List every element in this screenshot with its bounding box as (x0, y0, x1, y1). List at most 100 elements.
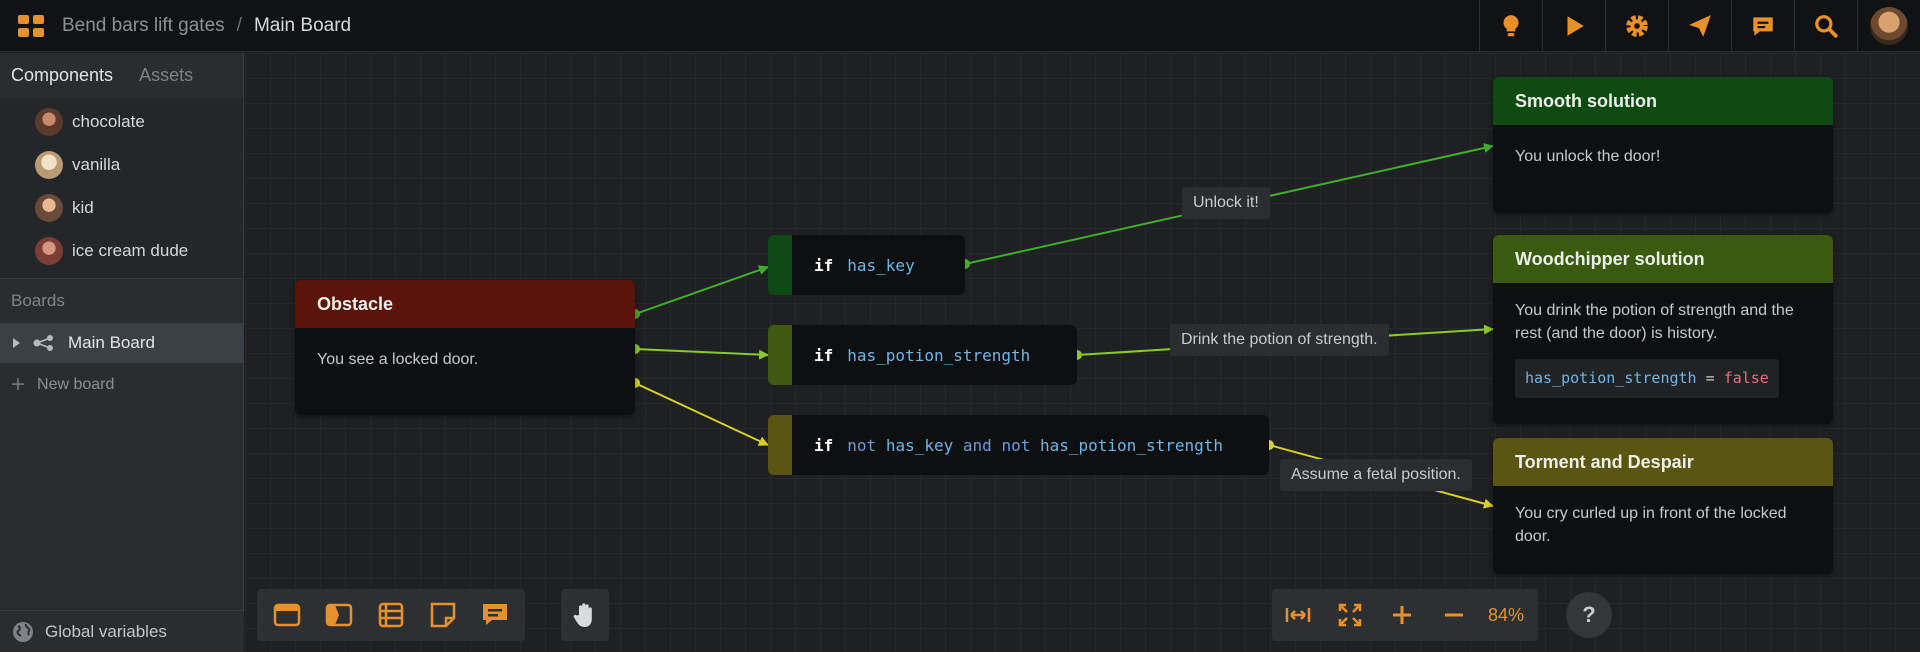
top-toolbar (1479, 0, 1920, 52)
variable-assignment: has_potion_strength = false (1515, 359, 1779, 398)
avatar (35, 107, 63, 136)
component-name: kid (72, 197, 94, 217)
node-torment-and-despair[interactable]: Torment and Despair You cry curled up in… (1493, 438, 1833, 574)
search-button[interactable] (1794, 0, 1857, 52)
send-icon (1689, 15, 1711, 37)
play-icon (1567, 16, 1584, 36)
node-title: Smooth solution (1493, 77, 1833, 125)
component-item[interactable]: kid (0, 186, 243, 229)
condition-none[interactable]: if not has_key and not has_potion_streng… (768, 415, 1269, 475)
search-icon (1815, 15, 1838, 38)
condition-variable: has_potion_strength (1039, 435, 1224, 455)
condition-operator: and (962, 435, 992, 455)
lightbulb-icon (1503, 15, 1519, 37)
fit-width-button[interactable] (1272, 591, 1324, 639)
tab-components[interactable]: Components (11, 65, 114, 85)
component-name: vanilla (72, 154, 121, 174)
global-variables-label: Global variables (45, 621, 167, 641)
assignment-value: false (1723, 369, 1769, 387)
edge-label-drink[interactable]: Drink the potion of strength. (1170, 324, 1389, 356)
add-fragment-button[interactable] (261, 591, 313, 639)
top-bar: Bend bars lift gates / Main Board (0, 0, 1920, 52)
component-list: chocolate vanilla kid ice cream dude (0, 98, 243, 278)
zoom-in-button[interactable] (1376, 591, 1428, 639)
condition-operator: not (1001, 435, 1031, 455)
node-body: You cry curled up in front of the locked… (1515, 505, 1787, 545)
component-item[interactable]: ice cream dude (0, 229, 243, 272)
condition-keyword: if (814, 255, 834, 275)
new-board-label: New board (37, 375, 115, 393)
component-item[interactable]: vanilla (0, 143, 243, 186)
edge-label-unlock[interactable]: Unlock it! (1182, 187, 1270, 219)
sidebar: Components Assets chocolate vanilla kid … (0, 53, 244, 652)
dialogue-icon (325, 603, 353, 627)
condition-variable: has_key (885, 435, 954, 455)
edge-label-fetal[interactable]: Assume a fetal position. (1280, 459, 1472, 491)
breadcrumb-board: Main Board (253, 14, 352, 36)
tab-assets[interactable]: Assets (139, 65, 194, 85)
board-canvas[interactable]: Obstacle You see a locked door. if has_k… (245, 53, 1920, 652)
apps-grid-icon[interactable] (18, 14, 44, 37)
gear-icon (1626, 15, 1648, 37)
avatar (35, 193, 63, 222)
component-item[interactable]: chocolate (0, 100, 243, 143)
expand-icon[interactable] (13, 338, 20, 348)
globe-icon (13, 621, 33, 642)
node-obstacle[interactable]: Obstacle You see a locked door. (295, 280, 635, 415)
condition-variable: has_potion_strength (847, 345, 1031, 365)
add-hub-button[interactable] (365, 591, 417, 639)
condition-has-potion[interactable]: if has_potion_strength (768, 325, 1077, 385)
breadcrumb: Bend bars lift gates / Main Board (62, 15, 351, 37)
fragment-icon (273, 603, 301, 627)
node-body-text: You drink the potion of strength and the… (1515, 302, 1794, 342)
minus-icon (1445, 613, 1463, 617)
hand-icon (573, 603, 592, 627)
component-name: chocolate (72, 111, 145, 131)
add-note-button[interactable] (417, 591, 469, 639)
help-button[interactable]: ? (1566, 592, 1612, 638)
global-variables-button[interactable]: Global variables (0, 610, 244, 652)
fullscreen-button[interactable] (1324, 591, 1376, 639)
zoom-level[interactable]: 84% (1488, 604, 1525, 625)
add-dialogue-button[interactable] (313, 591, 365, 639)
connection-obstacle-none (634, 382, 769, 446)
settings-button[interactable] (1605, 0, 1668, 52)
node-body: You see a locked door. (317, 351, 479, 368)
connection-obstacle-potion (634, 348, 769, 360)
new-board-button[interactable]: + New board (0, 363, 243, 406)
publish-button[interactable] (1668, 0, 1731, 52)
avatar (35, 236, 63, 265)
plus-icon: + (11, 370, 26, 398)
user-menu[interactable] (1857, 0, 1920, 52)
condition-keyword: if (814, 435, 834, 455)
node-title: Obstacle (295, 280, 635, 328)
node-title: Woodchipper solution (1493, 235, 1833, 283)
breadcrumb-project[interactable]: Bend bars lift gates (62, 14, 225, 36)
component-name: ice cream dude (72, 240, 189, 260)
node-creation-toolbar (257, 589, 525, 641)
condition-color-bar (768, 325, 792, 385)
user-avatar (1870, 7, 1908, 45)
node-smooth-solution[interactable]: Smooth solution You unlock the door! (1493, 77, 1833, 213)
board-item-main[interactable]: Main Board (0, 323, 243, 363)
fit-width-icon (1285, 608, 1311, 622)
condition-has-key[interactable]: if has_key (768, 235, 965, 295)
comments-button[interactable] (1731, 0, 1794, 52)
add-comment-button[interactable] (469, 591, 521, 639)
zoom-out-button[interactable] (1428, 591, 1480, 639)
board-label: Main Board (68, 333, 155, 352)
node-woodchipper-solution[interactable]: Woodchipper solution You drink the potio… (1493, 235, 1833, 424)
zoom-toolbar: 84% (1272, 589, 1539, 641)
hint-button[interactable] (1479, 0, 1542, 52)
sidebar-tabs: Components Assets (0, 53, 243, 98)
condition-keyword: if (814, 345, 834, 365)
node-body: You unlock the door! (1515, 148, 1661, 165)
condition-color-bar (768, 415, 792, 475)
board-icon (33, 335, 53, 351)
avatar (35, 150, 63, 179)
pan-tool[interactable] (561, 589, 609, 641)
play-button[interactable] (1542, 0, 1605, 52)
condition-operator: not (847, 435, 877, 455)
condition-variable: has_key (847, 255, 915, 275)
assignment-operator: = (1705, 369, 1715, 387)
